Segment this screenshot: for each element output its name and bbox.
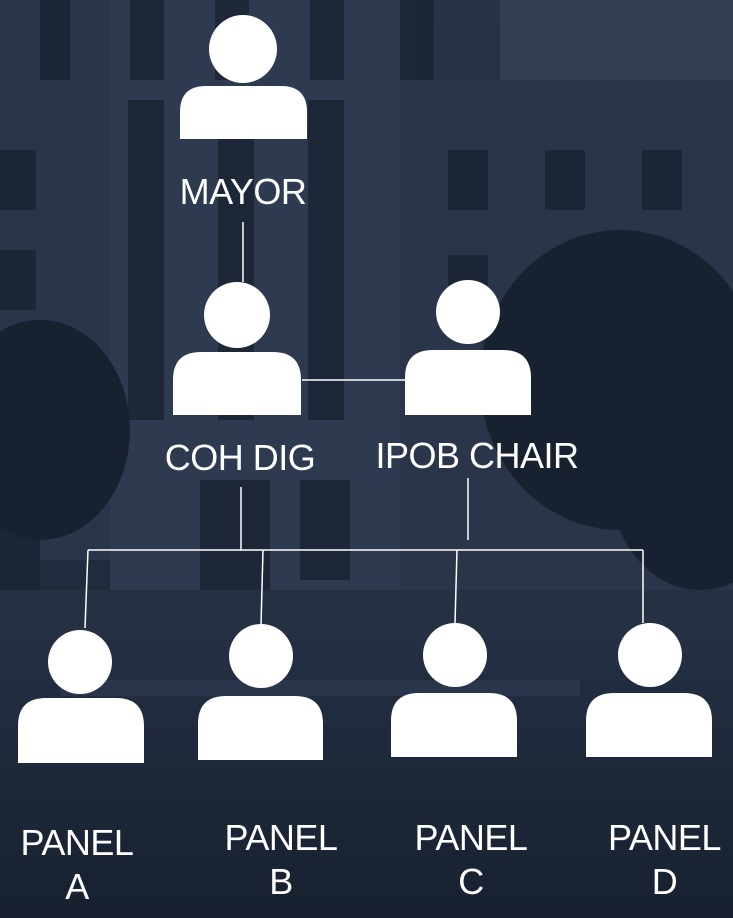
- panel-a-label-line2: A: [65, 866, 89, 907]
- ipob-chair-label: IPOB CHAIR: [375, 435, 579, 476]
- connector-panel-b: [260, 549, 264, 626]
- panel-b-label-line2: B: [269, 861, 293, 902]
- panel-b-label-line1: PANEL: [224, 817, 338, 858]
- mayor-label: MAYOR: [179, 171, 307, 212]
- mayor-person-icon: [180, 15, 307, 139]
- connector-panel-a: [84, 549, 89, 629]
- panel-d-label-line1: PANEL: [608, 817, 721, 858]
- panel-c-person-icon: [391, 623, 517, 757]
- panel-d-person-icon: [586, 623, 712, 757]
- panel-c-label-line2: C: [458, 861, 484, 902]
- ipob-chair-person-icon: [405, 280, 531, 415]
- panel-a-person-icon: [18, 630, 144, 763]
- panel-b-person-icon: [198, 624, 323, 760]
- coh-dig-label: COH DIG: [164, 437, 316, 478]
- panel-b-label: PANEL B: [211, 816, 351, 904]
- panel-d-label: PANEL D: [596, 816, 733, 904]
- panel-c-label: PANEL C: [401, 816, 541, 904]
- coh-dig-person-icon: [173, 282, 301, 415]
- panel-c-label-line1: PANEL: [414, 817, 528, 858]
- panel-a-label-line1: PANEL: [20, 822, 134, 863]
- panel-a-label: PANEL A: [7, 821, 147, 909]
- panel-d-label-line2: D: [651, 861, 678, 902]
- connector-panel-c: [454, 549, 458, 624]
